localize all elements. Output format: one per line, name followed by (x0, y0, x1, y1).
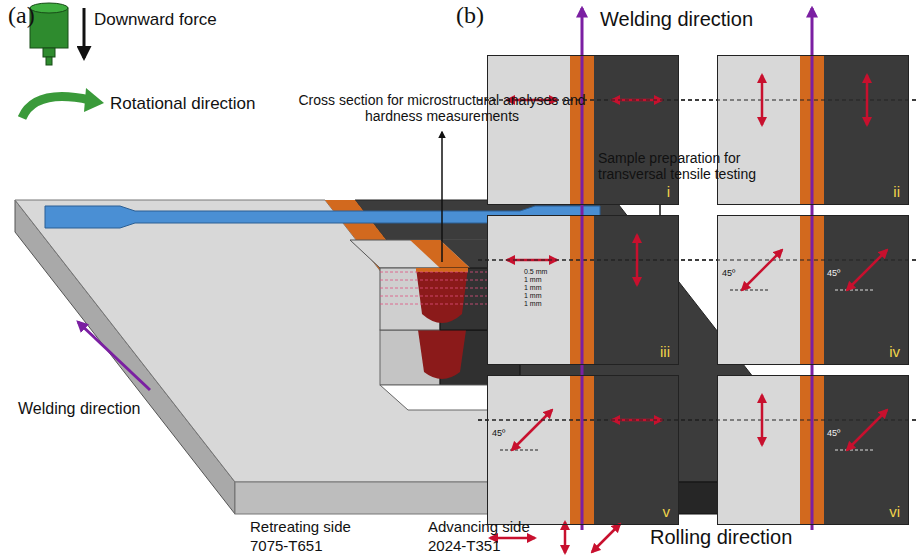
legend-text: Rolling direction (650, 526, 792, 549)
rolling-arrow (512, 410, 552, 450)
rolling-arrow (847, 410, 887, 450)
orientation-panel: iii (487, 215, 679, 365)
plate-2024 (594, 375, 679, 525)
plate (15, 200, 835, 514)
plate-2024 (824, 55, 909, 205)
orientation-panel: i (487, 55, 679, 205)
angle-label: 45º (827, 428, 840, 438)
dimension: 1 mm (524, 300, 542, 308)
rolling-arrow (636, 235, 639, 285)
orientation-panel: vi (717, 375, 909, 525)
rotation-arrow-head (84, 88, 104, 112)
panel-number: ii (893, 183, 900, 200)
panel-letter: (b) (456, 2, 484, 30)
angle-reference (730, 290, 770, 291)
reference-line (478, 419, 917, 420)
plate-7075 (487, 55, 570, 205)
plate-7075 (487, 215, 570, 365)
rotation-arrow (22, 97, 90, 118)
reference-line (478, 419, 917, 420)
side-label: Advancing side (428, 518, 530, 535)
welding-direction-arrow (78, 322, 150, 390)
alloy-label: 2024-T351 (428, 537, 501, 554)
force-arrow (83, 8, 86, 58)
rolling-arrow (761, 395, 764, 445)
side-label: Retreating side (250, 518, 351, 535)
dimension: 1 mm (524, 284, 542, 292)
angle-reference (835, 290, 875, 291)
panel-number: i (667, 183, 670, 200)
plate-2024 (824, 215, 909, 365)
dimension: 1 mm (524, 292, 542, 300)
plate-2024 (594, 55, 679, 205)
plate-7075 (487, 375, 570, 525)
fsw-tool (30, 3, 68, 65)
angle-reference (835, 450, 875, 451)
plate-7075 (717, 55, 800, 205)
rolling-arrow (866, 75, 869, 125)
reference-line (478, 419, 917, 420)
welding-direction-arrow (811, 8, 814, 530)
panel-number: iii (660, 343, 670, 360)
angle-label: 45º (722, 268, 735, 278)
rolling-arrow (761, 75, 764, 125)
dimension: 0.5 mm (524, 268, 547, 276)
orientation-panel: ii (717, 55, 909, 205)
dimension: 1 mm (524, 276, 542, 284)
panel-letter: (a) (8, 2, 35, 30)
tensile-note: Sample preparation for transversal tensi… (598, 150, 798, 182)
panel-number: vi (889, 503, 900, 520)
direction-label: Welding direction (18, 400, 140, 418)
force-label: Downward force (94, 10, 217, 30)
angle-reference (500, 450, 540, 451)
reference-line (478, 259, 917, 260)
orientation-panel: v (487, 375, 679, 525)
reference-line (478, 259, 917, 260)
plate-7075 (717, 215, 800, 365)
plate-2024 (824, 375, 909, 525)
orientation-panel: iv (717, 215, 909, 365)
section-note: Cross section for microstructural analys… (272, 92, 612, 124)
alloy-label: 7075-T651 (250, 537, 323, 554)
rotation-label: Rotational direction (110, 94, 256, 114)
plate-7075 (717, 375, 800, 525)
direction-label: Welding direction (600, 8, 753, 31)
panel-number: v (663, 503, 671, 520)
plate-2024 (594, 215, 679, 365)
panel-number: iv (889, 343, 900, 360)
rolling-arrow (847, 250, 887, 290)
reference-line (478, 259, 917, 260)
rolling-arrow (742, 250, 782, 290)
angle-label: 45º (827, 268, 840, 278)
welding-direction-arrow (581, 8, 584, 530)
angle-label: 45º (492, 428, 505, 438)
leader-arrow (441, 132, 443, 262)
